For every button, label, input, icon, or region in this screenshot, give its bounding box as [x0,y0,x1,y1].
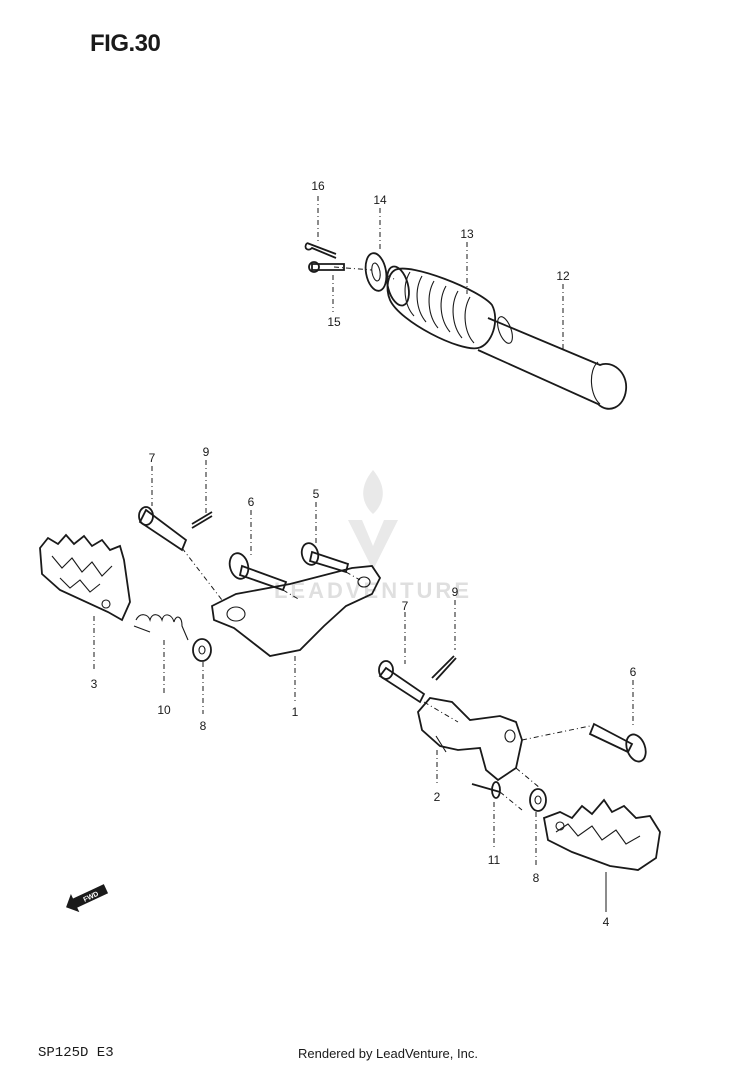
bolt-part-5 [300,542,350,574]
callout-13: 13 [460,227,474,241]
bolt-part-6-left [228,552,288,592]
callout-7-right: 7 [402,599,409,613]
callout-8-right: 8 [533,871,540,885]
cotter-pin-part-9-right [431,655,457,681]
pin-part-11 [471,781,501,799]
callout-14: 14 [373,193,387,207]
bolt-part-6-right [588,722,647,763]
callout-11: 11 [488,853,501,867]
bracket-part-1 [211,565,382,657]
callout-9-right: 9 [452,585,459,599]
washer-part-8-left [192,638,212,662]
fig-title: FIG.30 [90,30,161,57]
leadventure-watermark: LEADVENTURE [238,466,508,616]
callout-2: 2 [434,790,441,804]
callout-15: 15 [327,315,341,329]
fwd-label: FWD [82,891,99,904]
rubber-grip-part-13 [386,265,497,350]
callout-6-right: 6 [630,665,637,679]
callout-7-left: 7 [149,451,156,465]
cotter-pin-part-16 [304,242,337,259]
fwd-arrow-icon: FWD [66,884,109,913]
callout-8-left: 8 [200,719,207,733]
spring-part-10 [133,614,189,641]
callout-3: 3 [91,677,98,691]
callout-6-left: 6 [248,495,255,509]
model-code: SP125D E3 [38,1045,114,1061]
callout-12: 12 [556,269,570,283]
callout-1: 1 [292,705,299,719]
washer-part-14 [364,252,388,292]
watermark-logo-icon [348,470,398,570]
grip-bar-part-12 [477,316,627,410]
pin-part-7-right [378,660,426,704]
callout-10: 10 [157,703,171,717]
cotter-pin-part-9-left [191,511,213,529]
washer-part-8-right [529,788,547,812]
pin-part-15 [308,261,345,273]
right-footrest-part-4 [542,798,661,871]
callout-5: 5 [313,487,320,501]
bracket-part-2 [417,697,523,782]
callout-16: 16 [311,179,325,193]
render-credit: Rendered by LeadVenture, Inc. [298,1046,478,1061]
pin-part-7-left [138,506,188,552]
left-footrest-part-3 [39,533,131,622]
callout-4: 4 [603,915,610,929]
callout-9-left: 9 [203,445,210,459]
watermark-text: LEADVENTURE [273,578,472,603]
